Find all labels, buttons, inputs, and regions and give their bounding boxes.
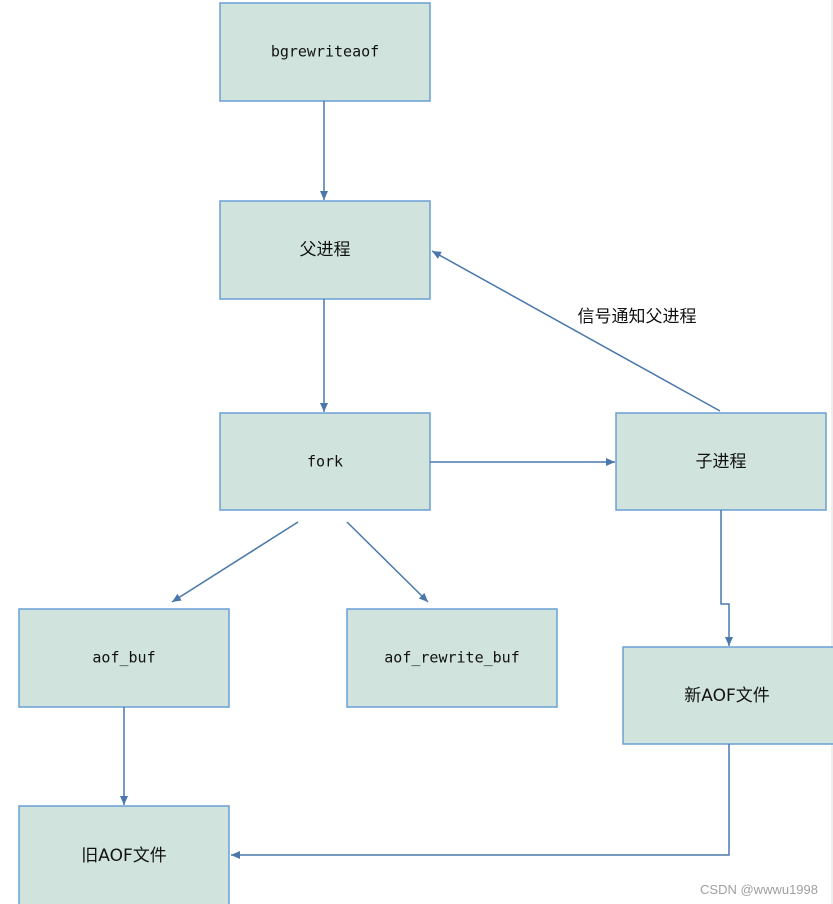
node-aof-rewrite-buf: aof_rewrite_buf	[346, 608, 558, 708]
node-parent-process: 父进程	[219, 200, 431, 300]
arrow-fork-to-aof-rewrite-buf	[346, 521, 429, 603]
node-child-process: 子进程	[615, 412, 827, 511]
arrow-new-aof-to-old-aof	[231, 744, 730, 859]
svg-text:旧AOF文件: 旧AOF文件	[81, 846, 167, 866]
node-bgrewriteaof: bgrewriteaof	[219, 2, 431, 102]
arrow-child-to-new-aof	[720, 510, 733, 646]
arrow-fork-to-aof-buf	[171, 521, 299, 603]
node-fork: fork	[219, 412, 431, 511]
node-old-aof-file: 旧AOF文件	[18, 805, 230, 904]
node-new-aof-file: 新AOF文件	[622, 646, 833, 745]
svg-text:新AOF文件: 新AOF文件	[684, 686, 770, 706]
node-aof-buf: aof_buf	[18, 608, 230, 708]
svg-text:子进程: 子进程	[696, 452, 747, 472]
svg-text:bgrewriteaof: bgrewriteaof	[271, 43, 379, 61]
svg-text:aof_buf: aof_buf	[92, 649, 155, 667]
svg-text:父进程: 父进程	[300, 240, 351, 260]
edge-label-signal: 信号通知父进程	[578, 307, 697, 327]
svg-text:fork: fork	[307, 453, 343, 471]
arrow-child-to-parent	[431, 250, 721, 412]
svg-text:aof_rewrite_buf: aof_rewrite_buf	[384, 649, 519, 667]
watermark: CSDN @wwwu1998	[700, 882, 818, 897]
